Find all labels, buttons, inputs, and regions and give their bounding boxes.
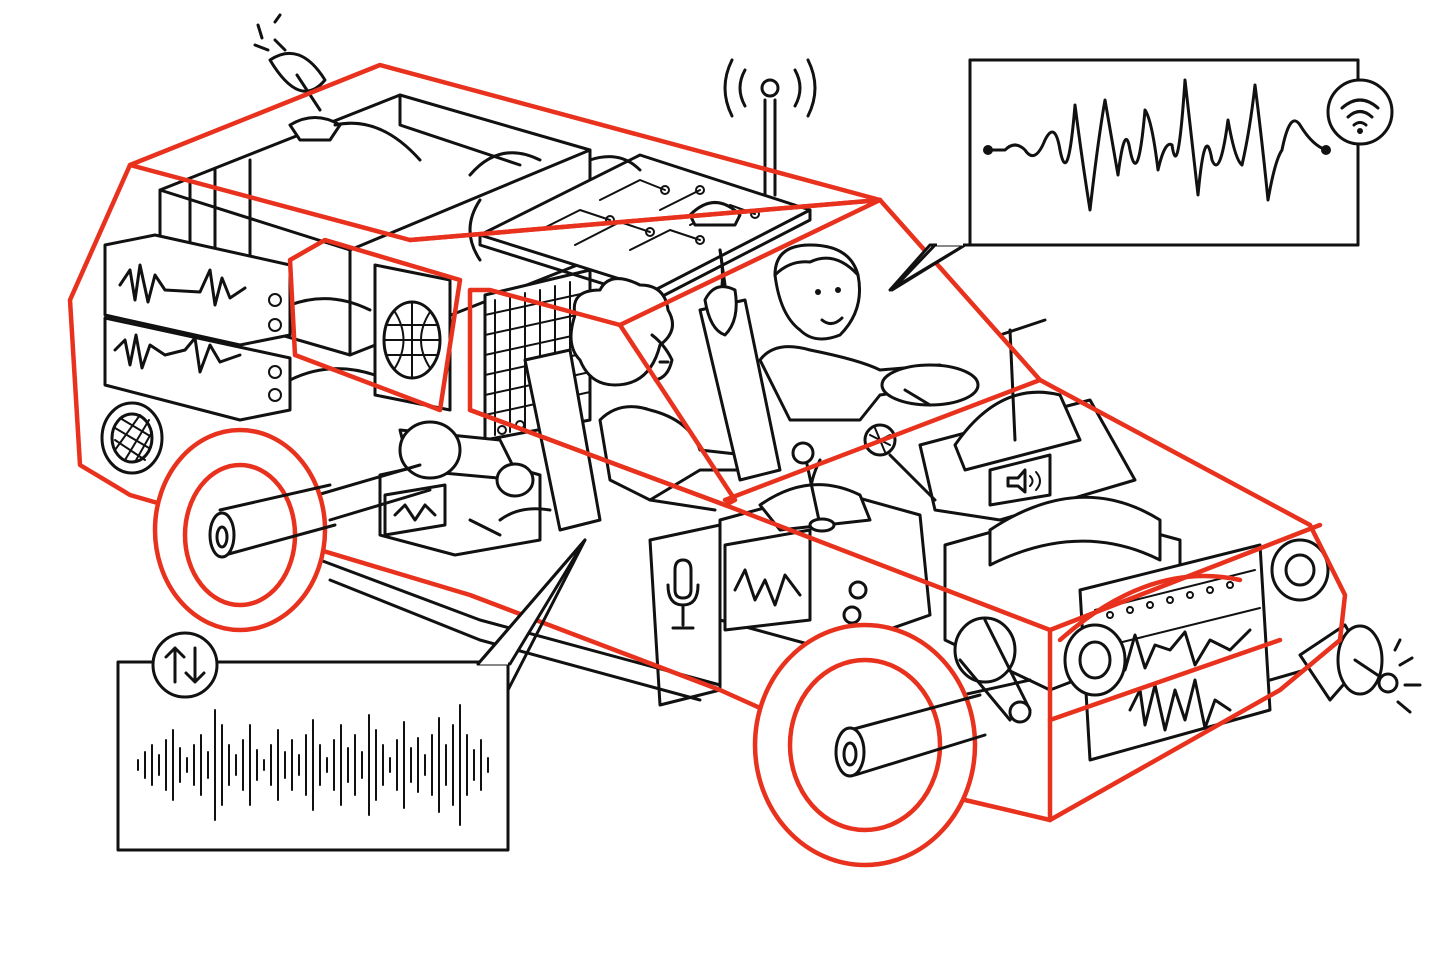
front-wheel: [752, 622, 987, 868]
front-engine-equipment: [918, 318, 1330, 762]
horn-icon: [1268, 623, 1422, 714]
bottom-speech-bubble: [116, 538, 587, 852]
top-speech-bubble: [888, 58, 1394, 292]
antenna-icon: [723, 58, 817, 197]
up-down-arrows-icon: [151, 631, 219, 699]
rear-equipment-rack: [100, 93, 592, 475]
wifi-signal-icon: [1326, 78, 1394, 146]
satellite-dish-icon: [253, 13, 422, 162]
top-waveform: [986, 78, 1328, 212]
bottom-waveform: [137, 704, 489, 826]
car-outline: [67, 62, 1348, 823]
globe-speaker: [288, 263, 452, 412]
rear-bottom-equipment: [298, 420, 552, 557]
driver: [698, 243, 980, 482]
rear-wheel: [152, 427, 337, 633]
passenger: [523, 277, 747, 532]
